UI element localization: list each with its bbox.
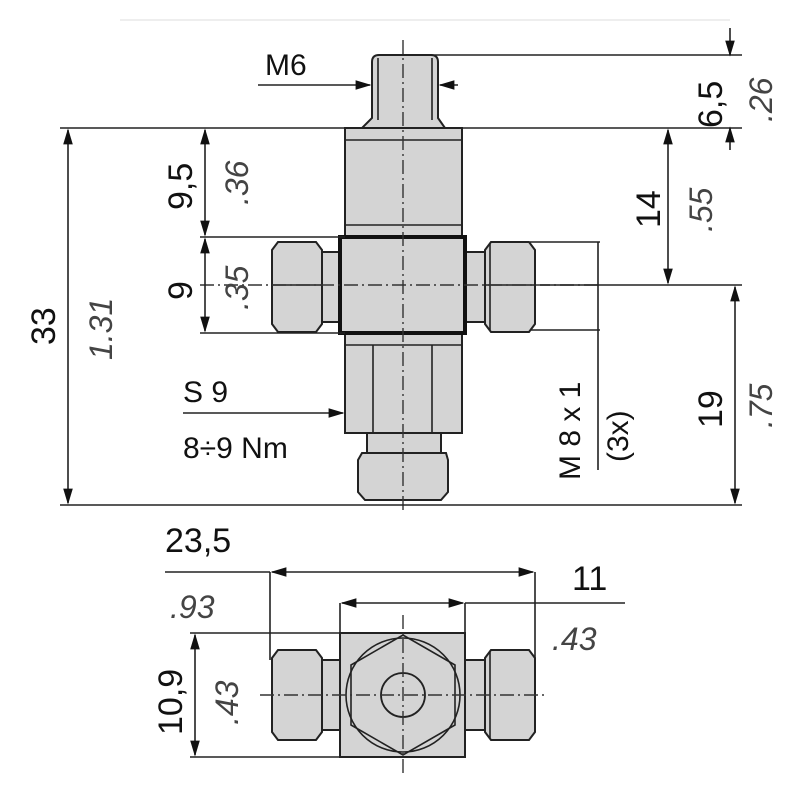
dim-block-width-in: .43 — [552, 621, 597, 657]
thread-top-label: M6 — [265, 49, 307, 82]
top-view — [260, 615, 545, 775]
right-port-nut — [484, 241, 536, 333]
dim-width-mm: 23,5 — [165, 522, 231, 560]
front-view — [200, 40, 600, 512]
dim-axis-top-mm: 14 — [630, 190, 668, 228]
dim-stud-in: .26 — [743, 77, 779, 122]
port-thread-label: M 8 x 1 — [554, 382, 587, 480]
dim-upper-in: .36 — [219, 160, 255, 205]
front-dimensions: M6 6,5 .26 14 .55 19 .75 33 1.31 9,5 .36… — [25, 28, 779, 506]
dim-axis-top-in: .55 — [683, 187, 719, 232]
dim-depth-mm: 10,9 — [152, 669, 190, 735]
dim-depth-in: .43 — [209, 680, 245, 725]
dim-axis-bottom-in: .75 — [743, 383, 779, 428]
wrench-size-label: S 9 — [183, 376, 228, 409]
dim-stud-mm: 6,5 — [692, 81, 730, 128]
left-port-nut — [271, 241, 323, 333]
dim-block-width-mm: 11 — [572, 560, 607, 598]
top-dimensions: 23,5 .93 11 .43 10,9 .43 — [152, 522, 625, 758]
dim-block-in: .35 — [219, 265, 255, 310]
dim-total-in: 1.31 — [83, 298, 119, 360]
dim-upper-mm: 9,5 — [162, 163, 200, 210]
bottom-neck — [366, 432, 442, 454]
dim-total-mm: 33 — [25, 307, 63, 345]
dim-axis-bottom-mm: 19 — [692, 390, 730, 428]
dim-block-mm: 9 — [162, 281, 200, 300]
dim-width-in: .93 — [170, 589, 215, 625]
torque-label: 8÷9 Nm — [183, 432, 288, 465]
port-count-label: (3x) — [602, 410, 635, 462]
